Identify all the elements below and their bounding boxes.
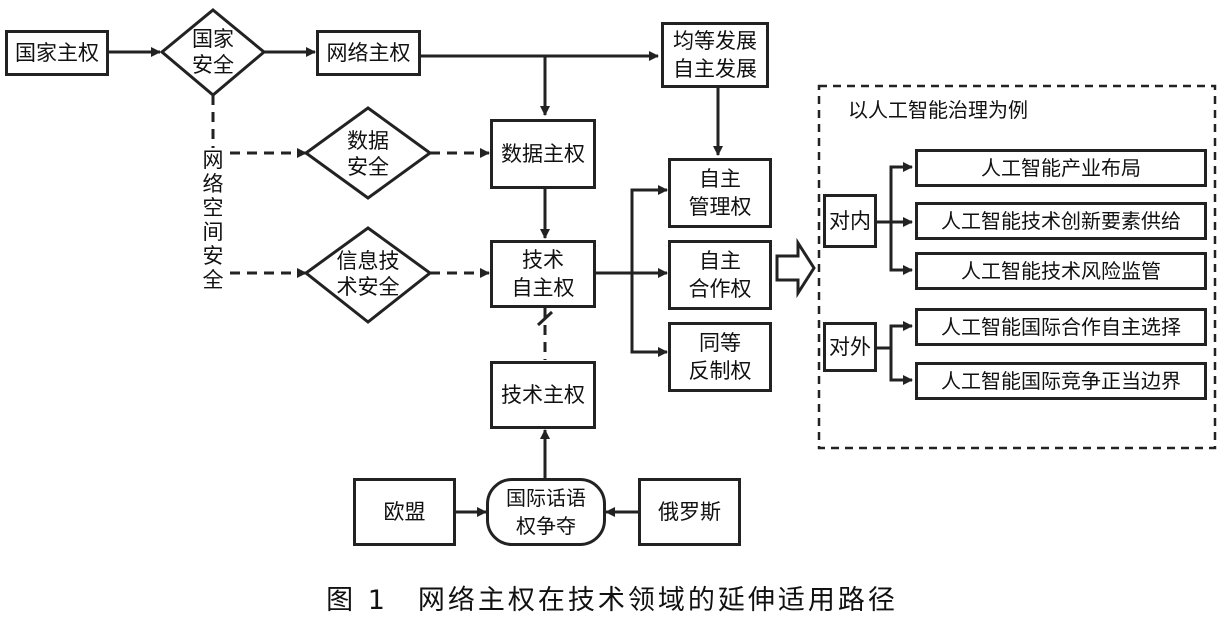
node-discourse-struggle: 国际话语 权争夺 xyxy=(486,478,606,546)
label-cyberspace-security: 网络空间安全 xyxy=(199,148,227,292)
branch-internal-top xyxy=(877,162,913,224)
node-eu: 欧盟 xyxy=(353,478,456,546)
branch-internal-bottom xyxy=(889,222,913,275)
diamond-info-security xyxy=(303,226,433,324)
node-autonomous-cooperation: 自主 合作权 xyxy=(668,240,772,310)
node-national-sovereignty: 国家主权 xyxy=(5,30,109,76)
ai-panel-title: 以人工智能治理为例 xyxy=(848,98,1028,122)
node-tech-sovereignty: 技术主权 xyxy=(490,361,596,429)
node-autonomous-management: 自主 管理权 xyxy=(668,158,772,228)
node-russia: 俄罗斯 xyxy=(638,478,741,546)
diamond-national-security xyxy=(159,8,267,97)
arrow-branch-management xyxy=(630,185,668,273)
ai-external-item-2: 人工智能国际竞争正当边界 xyxy=(915,362,1207,400)
ai-external-label: 对外 xyxy=(823,322,877,372)
arrow-branch-countermeasure xyxy=(630,273,668,357)
node-info-tech-security: 信息技 术安全 xyxy=(336,249,400,299)
node-data-security: 数据 安全 xyxy=(347,129,389,179)
node-network-sovereignty: 网络主权 xyxy=(316,30,421,76)
figure-caption: 图 1 网络主权在技术领域的延伸适用路径 xyxy=(326,585,898,616)
branch-external-bottom xyxy=(889,348,913,385)
node-equal-countermeasure: 同等 反制权 xyxy=(668,322,772,392)
branch-external-top xyxy=(877,321,913,350)
hollow-arrow-icon xyxy=(775,237,816,299)
ai-internal-item-2: 人工智能技术创新要素供给 xyxy=(915,202,1207,240)
ai-panel-frame xyxy=(817,84,1217,450)
node-national-security: 国家 安全 xyxy=(192,27,234,77)
dash-slash xyxy=(536,310,554,327)
diamond-data-security xyxy=(303,106,433,200)
ai-internal-item-1: 人工智能产业布局 xyxy=(915,149,1207,187)
node-data-sovereignty: 数据主权 xyxy=(490,119,596,189)
ai-external-item-1: 人工智能国际合作自主选择 xyxy=(915,308,1207,346)
ai-internal-item-3: 人工智能技术风险监管 xyxy=(915,252,1207,290)
ai-internal-label: 对内 xyxy=(823,194,877,248)
node-equal-development: 均等发展 自主发展 xyxy=(661,22,769,88)
node-tech-autonomy: 技术 自主权 xyxy=(490,240,596,308)
